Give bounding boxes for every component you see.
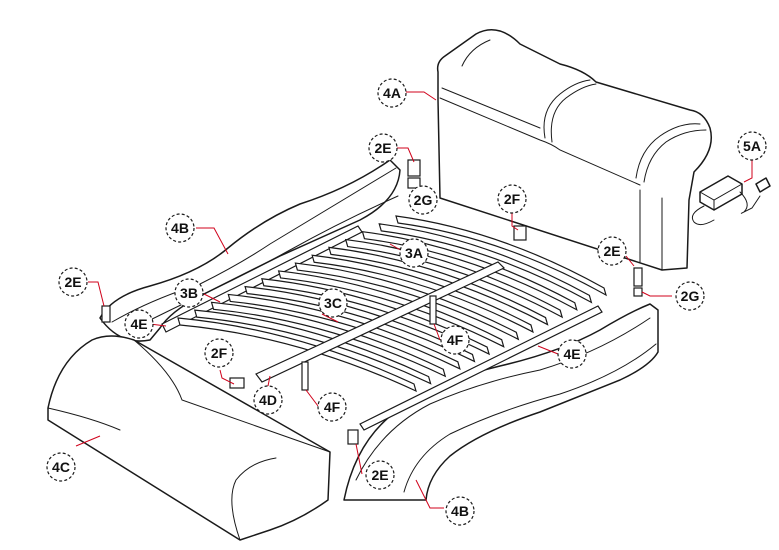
side-rail-4B-left bbox=[99, 159, 401, 342]
callout-2E: 2E bbox=[368, 133, 398, 163]
center-beam-3C bbox=[255, 261, 506, 383]
slat bbox=[193, 309, 432, 385]
callout-4C: 4C bbox=[46, 452, 76, 482]
footboard-4C bbox=[47, 335, 331, 541]
bracket-2G-head-left bbox=[407, 177, 421, 189]
callout-2E: 2E bbox=[597, 236, 627, 266]
callout-4B: 4B bbox=[165, 213, 195, 243]
slat-group bbox=[177, 215, 607, 393]
slat bbox=[328, 246, 549, 326]
slat bbox=[227, 293, 461, 370]
svg-text:2E: 2E bbox=[64, 274, 81, 290]
callout-2G: 2G bbox=[408, 185, 438, 215]
callout-labels: 4A 5A 2E 2G 2F 2E 2G 4B 3A 2E 3B 3C 4E 4… bbox=[46, 78, 767, 526]
svg-text:4A: 4A bbox=[383, 85, 401, 101]
slat bbox=[177, 317, 417, 393]
svg-text:4B: 4B bbox=[171, 220, 189, 236]
callout-4E: 4E bbox=[557, 339, 587, 369]
svg-text:2F: 2F bbox=[211, 345, 228, 361]
callout-3C: 3C bbox=[318, 288, 348, 318]
power-adapter-5A bbox=[691, 175, 771, 226]
svg-text:2G: 2G bbox=[414, 192, 433, 208]
svg-text:2E: 2E bbox=[603, 243, 620, 259]
slat bbox=[378, 223, 593, 304]
bracket-2E-foot-left bbox=[101, 305, 111, 323]
callout-3B: 3B bbox=[174, 278, 204, 308]
slat bbox=[395, 215, 607, 297]
svg-text:3C: 3C bbox=[324, 295, 342, 311]
svg-text:2G: 2G bbox=[681, 288, 700, 304]
support-legs-4F bbox=[301, 295, 437, 391]
callout-4B: 4B bbox=[445, 496, 475, 526]
leader-lines bbox=[75, 91, 753, 509]
callout-2F: 2F bbox=[497, 184, 527, 214]
bracket-2E-head-right bbox=[633, 267, 643, 287]
callout-4A: 4A bbox=[377, 78, 407, 108]
callout-4F: 4F bbox=[317, 392, 347, 422]
svg-text:3A: 3A bbox=[405, 245, 423, 261]
svg-text:4F: 4F bbox=[324, 399, 341, 415]
callout-2F: 2F bbox=[204, 338, 234, 368]
svg-text:5A: 5A bbox=[743, 138, 761, 154]
callout-2E: 2E bbox=[58, 267, 88, 297]
bracket-2G-head-right bbox=[633, 287, 643, 297]
svg-text:4F: 4F bbox=[447, 332, 464, 348]
svg-text:4B: 4B bbox=[451, 503, 469, 519]
callout-4F: 4F bbox=[440, 325, 470, 355]
callout-3A: 3A bbox=[399, 238, 429, 268]
callout-5A: 5A bbox=[737, 131, 767, 161]
bracket-2E-foot-right bbox=[347, 429, 359, 445]
slat bbox=[294, 262, 520, 341]
svg-text:3B: 3B bbox=[180, 285, 198, 301]
svg-text:4C: 4C bbox=[52, 459, 70, 475]
bracket-2F-foot bbox=[229, 377, 245, 389]
bracket-2E-head-left bbox=[407, 159, 421, 177]
svg-text:4E: 4E bbox=[563, 346, 580, 362]
svg-text:4E: 4E bbox=[130, 316, 147, 332]
slat bbox=[210, 301, 447, 378]
svg-text:2E: 2E bbox=[374, 140, 391, 156]
callout-2G: 2G bbox=[675, 281, 705, 311]
svg-text:2E: 2E bbox=[371, 467, 388, 483]
slat bbox=[277, 270, 505, 348]
slat bbox=[311, 254, 534, 334]
callout-4E: 4E bbox=[124, 309, 154, 339]
svg-text:4D: 4D bbox=[259, 392, 277, 408]
callout-2E: 2E bbox=[365, 460, 395, 490]
callout-4D: 4D bbox=[253, 385, 283, 415]
svg-text:2F: 2F bbox=[504, 191, 521, 207]
